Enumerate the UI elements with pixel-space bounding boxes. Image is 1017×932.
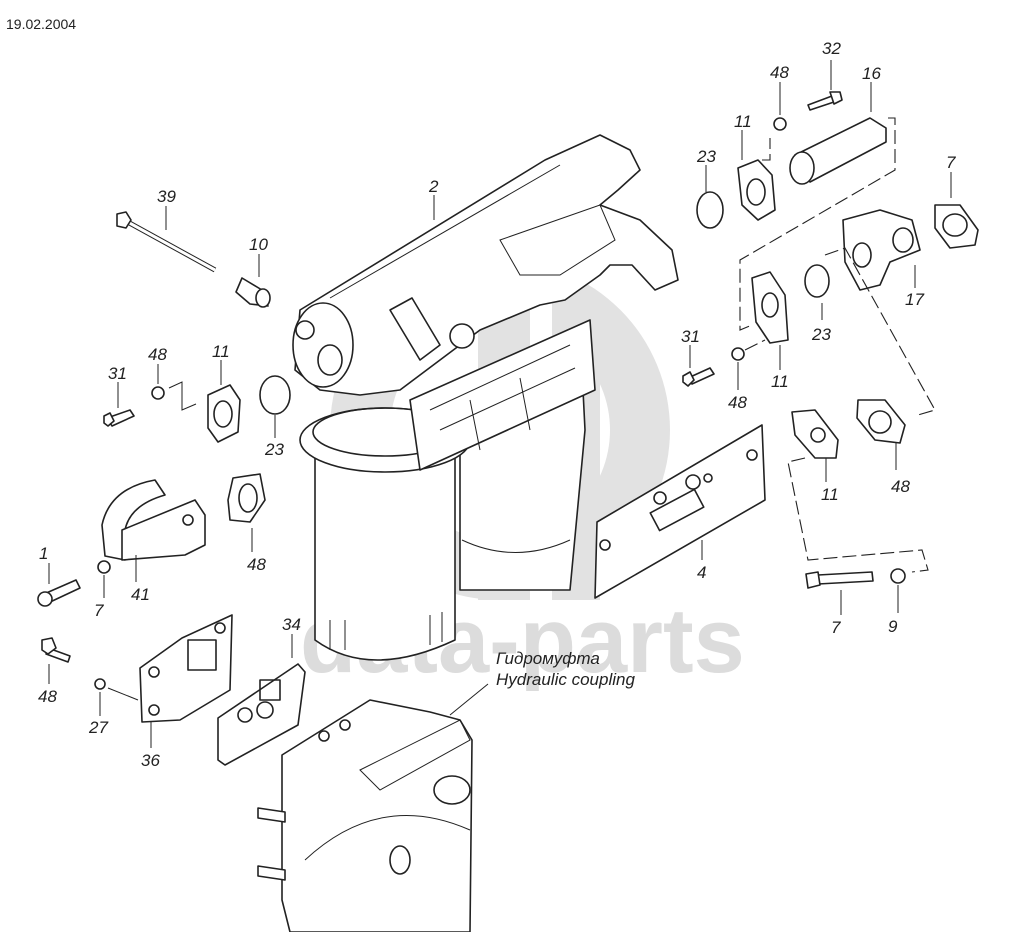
callout-34[interactable]: 7 [831, 618, 841, 637]
callout-48[interactable]: 48 [148, 345, 167, 364]
part-7-gasket-top-right[interactable] [934, 204, 979, 249]
callout-44[interactable]: 27 [88, 718, 108, 737]
part-39-long-bolt[interactable] [116, 211, 217, 273]
part-36-bolt[interactable] [41, 637, 71, 663]
part-41-socket-bolt[interactable] [37, 579, 81, 607]
callout-48[interactable]: 7 [94, 601, 104, 620]
callout-48[interactable]: 9 [888, 617, 898, 636]
part-1-blank-flange[interactable] [791, 409, 839, 459]
callout-31[interactable]: 31 [681, 327, 700, 346]
callout-31[interactable]: 31 [108, 364, 127, 383]
callout-17[interactable]: 17 [905, 290, 924, 309]
callout-11[interactable]: 11 [734, 112, 752, 131]
part-11-flange-top[interactable] [737, 159, 776, 221]
part-34-bolt[interactable] [805, 571, 874, 589]
dashed-link-48 [762, 138, 771, 161]
part-48-washer-left[interactable] [151, 386, 165, 400]
annotation-en: Hydraulic coupling [496, 670, 635, 689]
annotation-ru: Гидромуфта [496, 649, 600, 668]
dashed-group-1 [787, 457, 929, 573]
part-44-o-ring[interactable] [94, 678, 106, 690]
callout-36[interactable]: 48 [38, 687, 57, 706]
part-31-bolt-right[interactable] [682, 367, 715, 387]
callout-32[interactable]: 32 [822, 39, 841, 58]
callout-leaders [48, 60, 952, 748]
part-4-elbow-pipe[interactable] [101, 479, 206, 561]
callout-23[interactable]: 23 [811, 325, 831, 344]
part-31-bolt-left[interactable] [103, 409, 135, 427]
document-date: 19.02.2004 [6, 16, 77, 32]
callout-11[interactable]: 11 [771, 372, 789, 391]
filter-canisters[interactable] [299, 319, 596, 661]
callout-2[interactable]: 2 [428, 177, 439, 196]
callout-39[interactable]: 39 [157, 187, 176, 206]
dashed-link-left [168, 381, 197, 411]
callout-19[interactable]: 36 [141, 751, 160, 770]
dashed-link-48-right [744, 339, 766, 351]
dashed-group-17 [824, 247, 936, 416]
callout-11[interactable]: 11 [212, 342, 230, 361]
callout-41[interactable]: 1 [39, 544, 48, 563]
part-27-gasket[interactable] [217, 663, 306, 766]
part-23-o-ring-left[interactable] [259, 375, 291, 415]
callout-48[interactable]: 48 [770, 63, 789, 82]
callout-1[interactable]: 11 [821, 485, 839, 504]
part-2-oil-filter-housing[interactable] [292, 134, 679, 396]
callout-27[interactable]: 34 [282, 615, 301, 634]
part-11-flange-mid[interactable] [751, 271, 789, 344]
hydraulic-coupling-block [257, 699, 473, 932]
dashed-group-16 [739, 117, 896, 331]
part-10-spacer[interactable] [235, 277, 271, 308]
callout-48[interactable]: 48 [728, 393, 747, 412]
leader-44-19 [107, 687, 139, 701]
callout-16[interactable]: 16 [862, 64, 881, 83]
part-19-adapter-plate[interactable] [139, 614, 233, 723]
callout-23[interactable]: 23 [264, 440, 284, 459]
part-48-washer-right[interactable] [731, 347, 745, 361]
callout-7[interactable]: 48 [891, 477, 910, 496]
callout-7[interactable]: 48 [247, 555, 266, 574]
part-32-bolt[interactable] [807, 91, 843, 111]
callout-7[interactable]: 7 [946, 153, 956, 172]
part-7-gasket-left[interactable] [227, 473, 266, 523]
part-11-flange-left[interactable] [207, 384, 241, 443]
part-17-elbow-flange[interactable] [842, 209, 921, 291]
part-7-gasket-mid-right[interactable] [856, 399, 906, 444]
part-9-gasket-plate[interactable] [594, 424, 766, 599]
callout-9[interactable]: 4 [697, 563, 706, 582]
part-48-washer-top[interactable] [773, 117, 787, 131]
part-23-o-ring-mid[interactable] [804, 264, 830, 298]
part-48-washer-4[interactable] [97, 560, 111, 574]
callout-4[interactable]: 41 [131, 585, 150, 604]
part-16-pipe[interactable] [789, 117, 887, 185]
hydraulic-coupling-leader [449, 683, 489, 716]
part-23-o-ring-top[interactable] [696, 191, 724, 229]
callout-10[interactable]: 10 [249, 235, 268, 254]
part-48-washer-bottom-right[interactable] [890, 568, 906, 584]
callout-23[interactable]: 23 [696, 147, 716, 166]
